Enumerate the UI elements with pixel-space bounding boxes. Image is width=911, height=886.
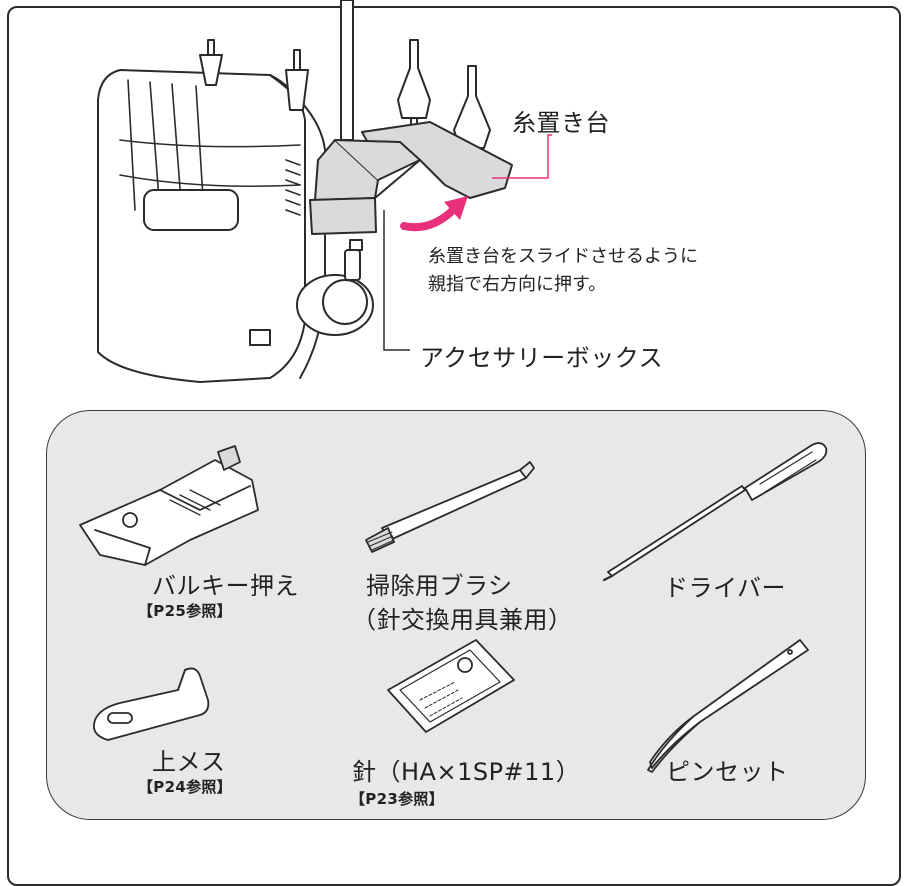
brush-label-line-1: 掃除用ブラシ <box>366 572 513 600</box>
screwdriver-label: ドライバー <box>664 574 787 602</box>
needle-pack-icon <box>387 639 515 733</box>
instruction-line-1: 糸置き台をスライドさせるように <box>428 246 698 267</box>
bulky-foot-ref: 【P25参照】 <box>138 602 232 620</box>
bulky-presser-foot-icon <box>79 445 259 566</box>
needle-ref: 【P23参照】 <box>350 790 444 808</box>
upper-knife-ref: 【P24参照】 <box>138 778 232 796</box>
tweezers-label: ピンセット <box>666 758 789 786</box>
serger-machine-illustration <box>97 0 552 383</box>
needle-label: 針（HA×1SP#11） <box>352 758 581 786</box>
bulky-foot-label: バルキー押え <box>152 572 299 600</box>
accessory-box-label: アクセサリーボックス <box>420 344 664 372</box>
screwdriver-icon <box>602 442 828 582</box>
instruction-line-2: 親指で右方向に押す。 <box>428 274 607 295</box>
push-arrow <box>400 204 459 232</box>
spool-cone-1 <box>397 39 431 119</box>
accessory-box-leader <box>383 210 410 351</box>
thread-stand-label: 糸置き台 <box>512 109 610 137</box>
brush-label-line-2: （針交換用具兼用） <box>352 606 573 634</box>
thread-stand-leader <box>492 134 552 179</box>
cleaning-brush-icon <box>365 461 535 553</box>
spool-cone-2 <box>453 65 491 149</box>
upper-knife-label: 上メス <box>152 748 226 776</box>
upper-knife-icon <box>93 667 210 741</box>
tweezers-icon <box>647 639 809 773</box>
